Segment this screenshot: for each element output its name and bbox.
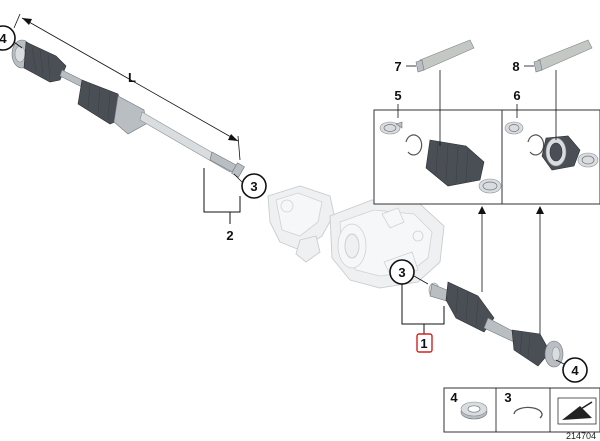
svg-text:3: 3 [250, 179, 257, 194]
callout-5: 5 [394, 88, 402, 118]
grease-tube-7: 7 [394, 39, 475, 146]
differential-housing-ghost [267, 185, 335, 263]
callout-3-outer: 3 [233, 173, 267, 199]
callout-4-left: 4 [0, 25, 23, 51]
svg-text:5: 5 [394, 88, 401, 103]
collar-nut-icon [460, 401, 488, 420]
svg-text:6: 6 [513, 88, 520, 103]
callout-1-bracket: 1 [401, 284, 445, 353]
callout-2-label: 2 [226, 228, 233, 243]
callout-1-label: 1 [420, 336, 427, 351]
svg-text:4: 4 [0, 31, 7, 46]
right-drive-shaft [428, 281, 564, 368]
kit-arrows [478, 206, 544, 334]
circlip-icon [513, 406, 543, 419]
l-dimension: L [13, 13, 241, 161]
callout-8-label: 8 [512, 59, 519, 74]
diagram-id: 214704 [566, 431, 596, 441]
boot-kit-panel-6 [501, 109, 600, 205]
l-dimension-label: L [128, 70, 136, 85]
legend-strip: 4 3 [443, 387, 600, 433]
left-drive-shaft [11, 39, 245, 178]
callout-2-bracket: 2 [203, 168, 241, 243]
reference-note-icon [557, 397, 597, 425]
callout-4-right: 4 [555, 357, 588, 383]
svg-text:4: 4 [571, 363, 579, 378]
svg-text:3: 3 [398, 265, 405, 280]
callout-1-highlight-box [416, 333, 433, 353]
callout-6: 6 [513, 88, 521, 118]
legend-item-4-label: 4 [450, 390, 458, 405]
boot-kit-panel-5 [373, 109, 503, 205]
legend-item-3-label: 3 [504, 390, 511, 405]
grease-tube-8: 8 [512, 39, 593, 140]
callout-7-label: 7 [394, 59, 401, 74]
transfer-case-ghost [329, 199, 445, 289]
